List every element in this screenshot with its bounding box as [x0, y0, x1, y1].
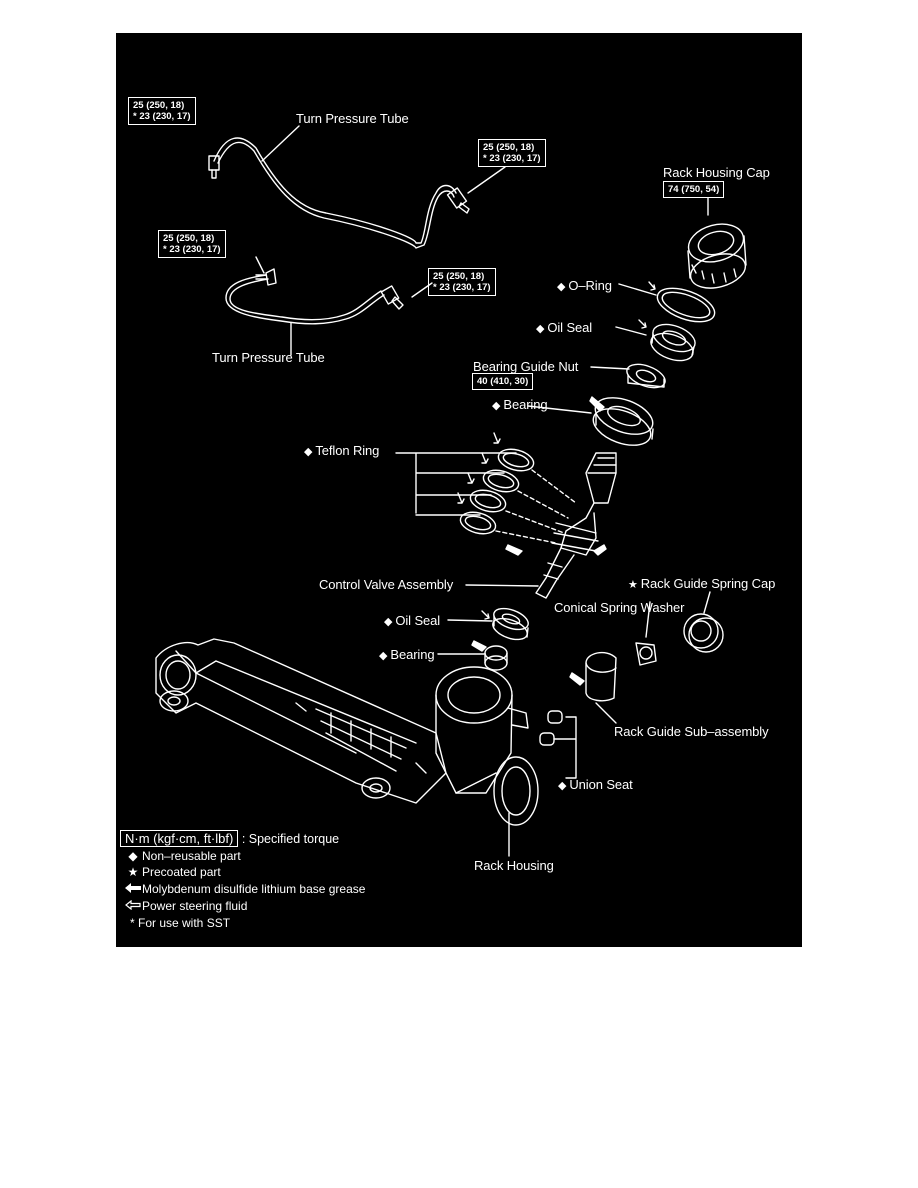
- bearing-lower-part: [484, 645, 508, 671]
- legend-fluid: Power steering fluid: [124, 899, 247, 913]
- non-reusable-marker: ◆: [536, 323, 545, 335]
- legend-text: Precoated part: [142, 865, 221, 879]
- torque-value-sst: * 23 (230, 17): [433, 282, 491, 293]
- non-reusable-marker: ◆: [557, 281, 566, 293]
- label-control-valve-assembly: Control Valve Assembly: [319, 577, 454, 592]
- precoated-marker: ★: [628, 579, 638, 591]
- turn-pressure-tube-lower-part: [225, 268, 404, 325]
- label-oil-seal-upper: ◆Oil Seal: [536, 320, 592, 337]
- label-text: Rack Guide Spring Cap: [640, 576, 776, 591]
- label-teflon-ring: ◆Teflon Ring: [304, 443, 379, 460]
- exploded-view-artwork: [155, 125, 747, 857]
- torque-box-lower-right: 25 (250, 18) * 23 (230, 17): [428, 268, 496, 296]
- label-bearing-upper: ◆Bearing: [492, 397, 548, 414]
- torque-value-sst: * 23 (230, 17): [133, 111, 191, 122]
- label-text: O–Ring: [568, 278, 612, 293]
- torque-box-bearing-guide-nut: 40 (410, 30): [472, 373, 534, 390]
- grease-arrow-icon: [124, 882, 142, 896]
- label-text: Bearing: [503, 397, 548, 412]
- torque-value: 25 (250, 18): [133, 100, 185, 111]
- label-text: Teflon Ring: [315, 443, 380, 458]
- legend-text: Molybdenum disulfide lithium base grease: [142, 882, 366, 896]
- torque-box-rack-housing-cap: 74 (750, 54): [663, 181, 725, 198]
- non-reusable-marker: ◆: [384, 616, 393, 628]
- oil-seal-upper-part: [650, 323, 696, 362]
- legend-grease: Molybdenum disulfide lithium base grease: [124, 882, 365, 896]
- label-conical-spring-washer: Conical Spring Washer: [554, 600, 685, 615]
- label-text: Oil Seal: [547, 320, 593, 335]
- label-o-ring: ◆O–Ring: [557, 278, 612, 295]
- label-turn-pressure-tube-lower: Turn Pressure Tube: [212, 350, 325, 365]
- diagram-panel: 25 (250, 18) * 23 (230, 17) 25 (250, 18)…: [116, 33, 802, 947]
- oil-seal-lower-part: [492, 607, 529, 641]
- fluid-arrows: [457, 281, 656, 620]
- label-oil-seal-lower: ◆Oil Seal: [384, 613, 440, 630]
- rack-guide-spring-cap-part: [683, 613, 724, 653]
- legend-units: N·m (kgf·cm, ft·lbf) : Specified torque: [120, 830, 340, 847]
- legend-units-desc: : Specified torque: [241, 832, 340, 846]
- grease-arrows: [471, 396, 607, 686]
- legend-text: Non–reusable part: [142, 849, 241, 863]
- torque-box-lower-left: 25 (250, 18) * 23 (230, 17): [158, 230, 226, 258]
- non-reusable-marker: ◆: [558, 780, 567, 792]
- label-rack-housing-cap: Rack Housing Cap: [663, 165, 770, 180]
- torque-box-upper-right: 25 (250, 18) * 23 (230, 17): [478, 139, 546, 167]
- torque-value: 25 (250, 18): [433, 271, 485, 282]
- label-rack-housing: Rack Housing: [474, 858, 554, 873]
- label-bearing-lower: ◆Bearing: [379, 647, 435, 664]
- non-reusable-marker: ◆: [379, 650, 388, 662]
- non-reusable-marker: ◆: [304, 446, 313, 458]
- torque-value-sst: * 23 (230, 17): [483, 153, 541, 164]
- label-text: Bearing: [390, 647, 435, 662]
- bearing-upper-part: [592, 397, 654, 446]
- torque-value: 25 (250, 18): [163, 233, 215, 244]
- rack-housing-cap-part: [687, 223, 747, 289]
- o-ring-part: [656, 287, 716, 323]
- non-reusable-marker: ◆: [492, 400, 501, 412]
- legend-text: Power steering fluid: [142, 899, 248, 913]
- torque-value: 25 (250, 18): [483, 142, 535, 153]
- turn-pressure-tube-upper-part: [208, 137, 470, 249]
- torque-value: 74 (750, 54): [668, 184, 720, 195]
- conical-spring-washer-part: [635, 642, 657, 666]
- label-rack-guide-spring-cap: ★Rack Guide Spring Cap: [628, 576, 775, 593]
- rack-housing-part: [155, 638, 539, 826]
- label-text: Union Seat: [569, 777, 633, 792]
- legend-non-reusable: ◆ Non–reusable part: [124, 849, 241, 863]
- label-rack-guide-sub-assembly: Rack Guide Sub–assembly: [614, 724, 769, 739]
- fluid-arrow-icon: [124, 899, 142, 913]
- precoated-marker: ★: [127, 865, 139, 879]
- rack-guide-part: [585, 651, 617, 702]
- bearing-guide-nut-part: [626, 363, 666, 389]
- union-seats-part: [539, 710, 563, 746]
- legend-precoated: ★Precoated part: [124, 865, 221, 879]
- teflon-rings-part: [459, 448, 535, 535]
- label-text: Oil Seal: [395, 613, 441, 628]
- torque-box-upper-left: 25 (250, 18) * 23 (230, 17): [128, 97, 196, 125]
- torque-value-sst: * 23 (230, 17): [163, 244, 221, 255]
- label-turn-pressure-tube-upper: Turn Pressure Tube: [296, 111, 409, 126]
- legend-sst: * For use with SST: [130, 916, 231, 930]
- torque-value: 40 (410, 30): [477, 376, 529, 387]
- label-bearing-guide-nut: Bearing Guide Nut: [473, 359, 579, 374]
- control-valve-assembly-part: [535, 452, 617, 599]
- legend-units-box: N·m (kgf·cm, ft·lbf): [120, 830, 239, 847]
- label-union-seat: ◆Union Seat: [558, 777, 633, 794]
- non-reusable-marker: ◆: [128, 849, 138, 863]
